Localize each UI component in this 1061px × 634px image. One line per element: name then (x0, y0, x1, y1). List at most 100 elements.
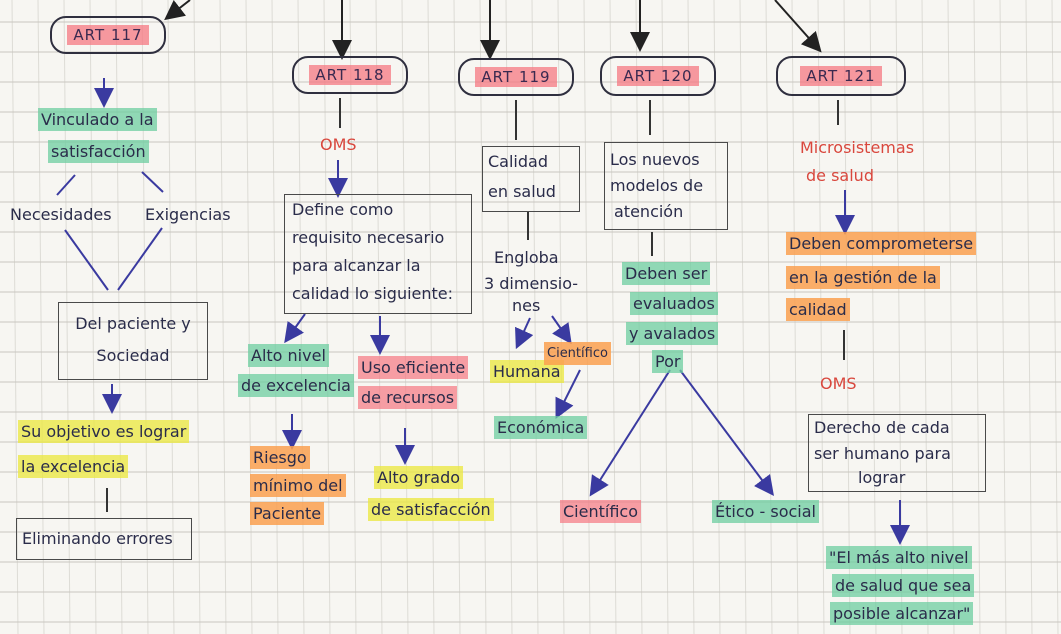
heading-art-121: ART 121 (776, 56, 906, 96)
heading-art-119: ART 119 (458, 58, 574, 96)
heading-label: ART 119 (475, 67, 557, 87)
ruled-column (713, 0, 721, 634)
node-comprometerse-line2: en la gestión de la (786, 266, 940, 289)
node-derecho-line1: Derecho de cada (814, 418, 950, 437)
node-modelos-line3: atención (614, 202, 684, 221)
node-riesgo-line1: Riesgo (250, 446, 310, 469)
node-objetivo-line2: la excelencia (18, 455, 129, 478)
node-necesidades: Necesidades (10, 205, 112, 224)
ruled-column (609, 0, 617, 634)
heading-label: ART 120 (617, 66, 699, 86)
node-modelos-line1: Los nuevos (610, 150, 700, 169)
node-define-line3: para alcanzar la (292, 256, 421, 275)
ruled-column (245, 0, 253, 634)
ruled-column (323, 0, 331, 634)
ruled-column (765, 0, 773, 634)
node-riesgo-line2: mínimo del (250, 474, 346, 497)
ruled-column (219, 0, 227, 634)
node-define-line1: Define como (292, 200, 394, 219)
node-engloba-line1: Engloba (494, 248, 559, 267)
node-riesgo-line3: Paciente (250, 502, 325, 525)
node-paciente-line2: Sociedad (96, 346, 170, 365)
node-humana: Humana (490, 360, 564, 383)
ruled-column (557, 0, 565, 634)
node-calidad-line2: en salud (488, 182, 556, 201)
ruled-column (427, 0, 435, 634)
node-comprometerse-line1: Deben comprometerse (786, 232, 977, 255)
node-paciente-line1: Del paciente y (75, 314, 191, 333)
node-cientifico-119: Científico (544, 342, 611, 365)
box-modelos (604, 142, 728, 230)
ruled-column (687, 0, 695, 634)
ruled-column (11, 0, 19, 634)
ruled-column (661, 0, 669, 634)
ruled-column (63, 0, 71, 634)
node-vinculado-line2: satisfacción (48, 140, 149, 163)
heading-art-118: ART 118 (292, 56, 408, 94)
ruled-column (271, 0, 279, 634)
node-oms-118: OMS (320, 135, 357, 154)
node-quote-line3: posible alcanzar" (830, 602, 974, 625)
heading-label: ART 118 (309, 65, 391, 85)
node-uso-line1: Uso eficiente (358, 356, 469, 379)
node-derecho-line3: lograr (858, 468, 906, 487)
node-etico-social: Ético - social (712, 500, 819, 523)
box-paciente (58, 302, 208, 380)
ruled-column (297, 0, 305, 634)
ruled-column (401, 0, 409, 634)
node-micro-line2: de salud (806, 166, 874, 185)
node-comprometerse-line3: calidad (786, 298, 850, 321)
node-alto-grado-line2: de satisfacción (368, 498, 494, 521)
heading-art-117: ART 117 (50, 16, 166, 54)
node-quote-line2: de salud que sea (832, 574, 975, 597)
ruled-column (141, 0, 149, 634)
node-micro-line1: Microsistemas (800, 138, 915, 157)
node-eliminando: Eliminando errores (22, 529, 173, 548)
ruled-column (115, 0, 123, 634)
node-derecho-line2: ser humano para (814, 444, 951, 463)
box-eliminando (16, 518, 192, 560)
ruled-column (947, 0, 955, 634)
node-exigencias: Exigencias (145, 205, 231, 224)
node-oms-121: OMS (820, 374, 857, 393)
ruled-column (479, 0, 487, 634)
box-derecho (808, 414, 986, 492)
node-alto-nivel-line1: Alto nivel (248, 344, 329, 367)
ruled-column (531, 0, 539, 634)
node-alto-nivel-line2: de excelencia (238, 374, 354, 397)
node-modelos-line2: modelos de (610, 176, 704, 195)
ruled-column (999, 0, 1007, 634)
node-engloba-line2: 3 dimensio- (484, 274, 579, 293)
node-vinculado-line1: Vinculado a la (38, 108, 157, 131)
node-por: Por (652, 350, 684, 373)
node-quote-line1: "El más alto nivel (826, 546, 972, 569)
node-deben-line1: Deben ser (622, 262, 711, 285)
ruled-column (583, 0, 591, 634)
heading-label: ART 121 (800, 66, 882, 86)
top-arrows (164, 0, 822, 60)
ruled-column (869, 0, 877, 634)
node-calidad-line1: Calidad (488, 152, 548, 171)
ruled-column (921, 0, 929, 634)
node-cientifico-120: Científico (560, 500, 641, 523)
heading-label: ART 117 (67, 25, 149, 45)
node-deben-line2: evaluados (630, 292, 718, 315)
ruled-column (973, 0, 981, 634)
flow-arrows (56, 78, 910, 545)
box-calidad (482, 146, 580, 212)
ruled-column (739, 0, 747, 634)
ruled-column (453, 0, 461, 634)
ruled-column (37, 0, 45, 634)
ruled-column (1051, 0, 1059, 634)
box-define (284, 194, 472, 314)
node-uso-line2: de recursos (358, 386, 458, 409)
heading-art-120: ART 120 (600, 56, 716, 96)
ruled-column (505, 0, 513, 634)
node-economica: Económica (494, 416, 588, 439)
ruled-column (635, 0, 643, 634)
node-deben-line3: y avalados (626, 322, 719, 345)
node-objetivo-line1: Su objetivo es lograr (18, 420, 190, 443)
ruled-column (167, 0, 175, 634)
node-engloba-line3: nes (512, 296, 541, 315)
